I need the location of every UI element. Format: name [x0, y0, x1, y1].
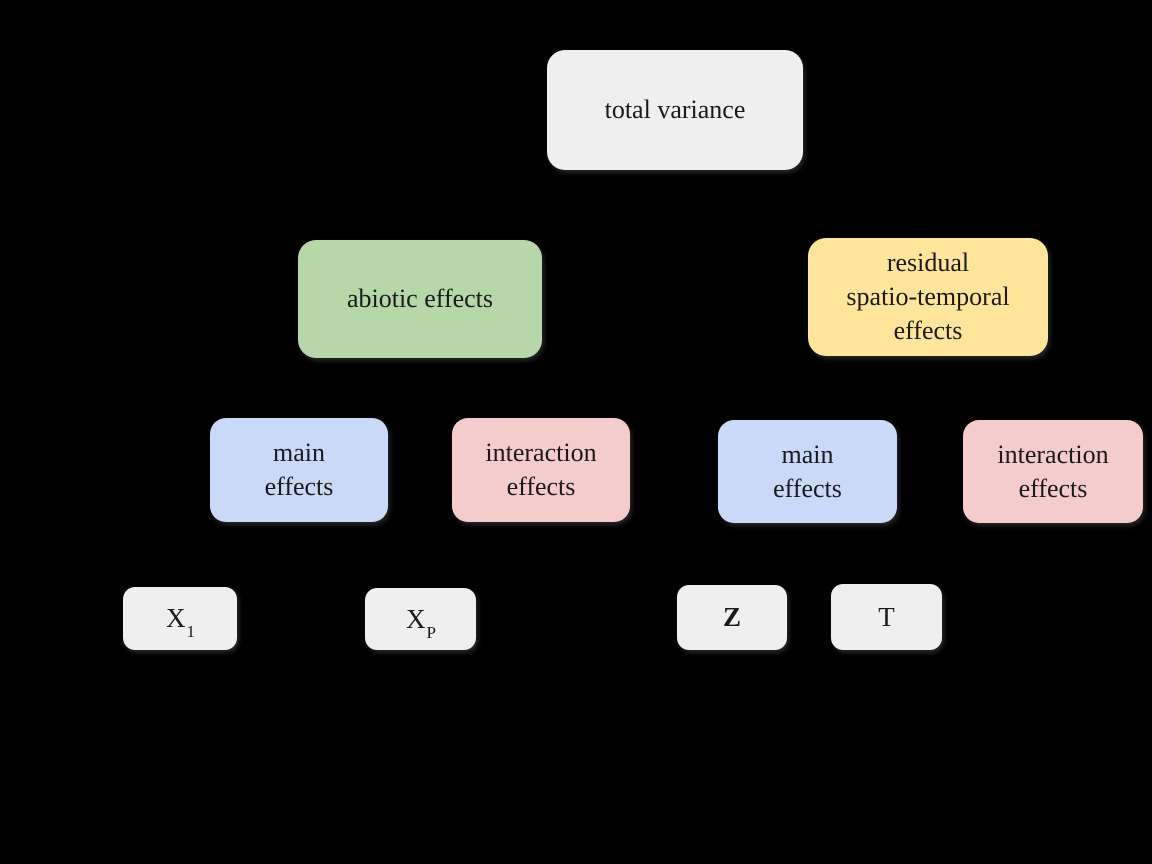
node-label: XP	[406, 603, 436, 642]
node-x1: X1	[123, 587, 237, 650]
node-main-effects-abiotic: main effects	[210, 418, 388, 522]
node-label: X1	[166, 603, 195, 642]
node-interaction-effects-abiotic: interaction effects	[452, 418, 630, 522]
node-abiotic-effects: abiotic effects	[298, 240, 542, 358]
node-t: T	[831, 584, 942, 650]
node-label: interaction effects	[485, 438, 597, 501]
node-residual-spatio-temporal-effects: residual spatio-temporal effects	[808, 238, 1048, 356]
node-label: Z	[722, 602, 741, 632]
node-label: residual spatio-temporal effects	[846, 248, 1010, 345]
node-total-variance: total variance	[547, 50, 803, 170]
node-label: T	[878, 601, 895, 632]
node-label: abiotic effects	[346, 284, 494, 314]
node-main-effects-residual: main effects	[718, 420, 897, 523]
node-z: Z	[677, 585, 787, 650]
node-xp: XP	[365, 588, 476, 650]
node-label: main effects	[773, 439, 842, 503]
node-label: main effects	[264, 438, 334, 501]
node-label: interaction effects	[997, 439, 1109, 503]
node-label: total variance	[604, 95, 746, 125]
node-interaction-effects-residual: interaction effects	[963, 420, 1143, 523]
